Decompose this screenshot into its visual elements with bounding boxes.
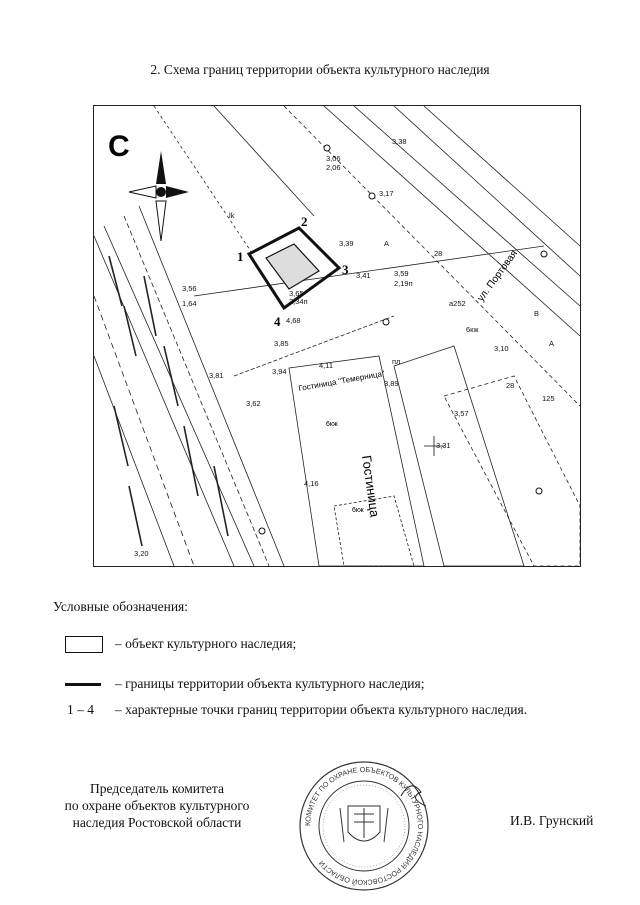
point-label-3: 3 <box>342 262 349 277</box>
point-label-2: 2 <box>301 214 308 229</box>
spot-label: пл <box>392 357 400 366</box>
spot-label: 3,62 <box>246 399 261 408</box>
legend-item-text: – характерные точки границ территории об… <box>115 702 528 717</box>
signer-name: И.В. Грунский <box>510 813 594 828</box>
building-label: Гостиница "Темерница" <box>298 369 386 393</box>
road-line <box>103 225 255 566</box>
legend-item: – границы территории объекта культурного… <box>53 674 613 696</box>
spot-label: 3,38 <box>392 137 407 146</box>
arrow-mark <box>108 255 123 307</box>
arrow-mark <box>163 345 179 407</box>
legend-line-symbol <box>65 676 101 686</box>
spot-label: 1,64 <box>182 299 197 308</box>
legend-item-text: – границы территории объекта культурного… <box>115 676 425 691</box>
road-line <box>138 205 285 566</box>
official-seal: КОМИТЕТ ПО ОХРАНЕ ОБЪЕКТОВ КУЛЬТУРНОГО Н… <box>299 761 429 891</box>
signer-position-line: наследия Ростовской области <box>72 815 242 830</box>
north-arrow-icon <box>128 151 189 242</box>
cross-line <box>193 245 545 297</box>
spot-label: 3,65 <box>289 289 304 298</box>
spot-label: 3,81 <box>209 371 224 380</box>
road-line <box>94 235 235 566</box>
signature-stroke <box>400 785 427 807</box>
spot-label: 3,39 <box>339 239 354 248</box>
spot-label: 3,57 <box>454 409 469 418</box>
spot-label: lk <box>229 211 235 220</box>
street-line <box>353 106 580 307</box>
spot-label: А <box>384 239 389 248</box>
legend-item-text: – объект культурного наследия; <box>115 636 297 651</box>
road-line <box>123 215 270 566</box>
street-line <box>393 106 580 277</box>
spot-label: 3,31 <box>436 441 451 450</box>
spot-label: 3,89 <box>384 379 399 388</box>
street-line <box>323 106 580 337</box>
road-line <box>153 106 255 257</box>
building-material: 6кж <box>326 421 338 428</box>
street-line <box>283 106 580 407</box>
road-line <box>94 295 195 566</box>
spot-label: 3,41 <box>356 271 371 280</box>
building-outline <box>288 355 425 566</box>
signer-position: Председатель комитета по охране объектов… <box>52 780 262 831</box>
spot-label: 28 <box>506 381 514 390</box>
spot-label: 3,59 <box>394 269 409 278</box>
boundary-map: С 1 2 3 4 ул. Портовая Гостиница "Темерн… <box>93 105 581 567</box>
spot-label: 3,17 <box>379 189 394 198</box>
north-letter: С <box>108 130 130 163</box>
spot-label: 2,06 <box>326 163 341 172</box>
spot-label: 3,20 <box>134 549 149 558</box>
building-outline <box>333 495 415 566</box>
spot-label: 4,68 <box>286 316 301 325</box>
building-material: 6кж <box>352 507 364 514</box>
road-line <box>213 106 315 217</box>
spot-label: 28 <box>434 249 442 258</box>
road-line <box>94 355 175 566</box>
spot-label: 4,16 <box>304 479 319 488</box>
spot-label: 3,56 <box>182 284 197 293</box>
point-label-4: 4 <box>274 314 281 329</box>
spot-label: 2,19п <box>394 279 413 288</box>
arrow-mark <box>213 465 229 537</box>
heritage-object <box>265 243 320 290</box>
spot-label: 4,11 <box>319 361 333 370</box>
arrow-mark <box>113 405 129 467</box>
spot-label: а252 <box>449 299 466 308</box>
signer-position-line: Председатель комитета <box>90 781 224 796</box>
spot-label: А <box>549 339 554 348</box>
street-line <box>423 106 580 247</box>
spot-label: 3,10 <box>494 344 509 353</box>
spot-label: 3,85 <box>274 339 289 348</box>
building-outline <box>393 345 525 566</box>
arrow-mark <box>123 305 137 357</box>
spot-label: 6кж <box>466 325 478 334</box>
arrow-mark <box>143 275 157 337</box>
spot-label: 125 <box>542 394 555 403</box>
legend-item: 1 – 4 – характерные точки границ террито… <box>53 700 613 722</box>
spot-label: 3,94 <box>272 367 287 376</box>
point-label-1: 1 <box>237 249 244 264</box>
arrow-mark <box>128 485 143 547</box>
spot-label: В <box>534 309 539 318</box>
legend-points-symbol: 1 – 4 <box>67 702 94 717</box>
legend-item: – объект культурного наследия; <box>53 634 613 656</box>
building-outline <box>443 375 580 566</box>
legend-box-symbol <box>65 636 103 653</box>
cross-line <box>233 315 395 377</box>
spot-label: 3,06 <box>326 154 341 163</box>
signer-position-line: по охране объектов культурного <box>64 798 250 813</box>
territory-boundary <box>246 226 342 311</box>
document-title: 2. Схема границ территории объекта культ… <box>150 62 490 77</box>
legend-heading: Условные обозначения: <box>53 599 189 614</box>
arrow-mark <box>183 425 199 497</box>
coat-of-arms-icon <box>339 805 389 843</box>
spot-label: 2,34п <box>289 297 308 306</box>
map-drawing: С 1 2 3 4 ул. Портовая Гостиница "Темерн… <box>94 106 580 566</box>
